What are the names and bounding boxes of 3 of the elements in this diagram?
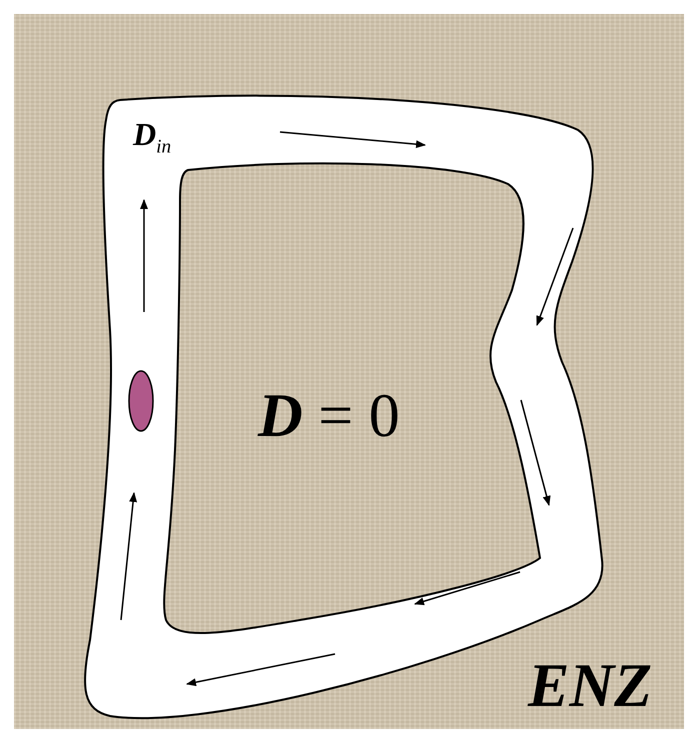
formula-label: D = 0 <box>258 385 400 447</box>
material-label: ENZ <box>528 655 652 717</box>
field-label: D$_{in}$ <box>133 118 172 157</box>
